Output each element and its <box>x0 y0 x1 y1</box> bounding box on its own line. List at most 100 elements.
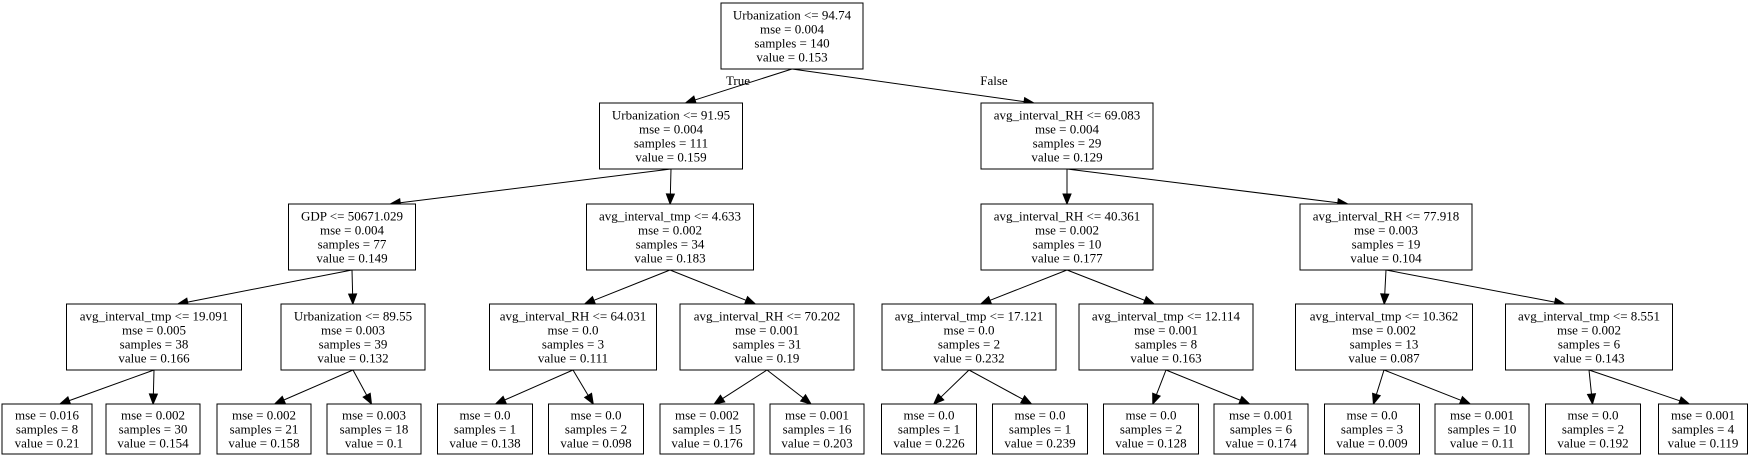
edge-line <box>1588 369 1681 402</box>
tree-edge <box>669 269 757 305</box>
node-stat-text: value = 0.183 <box>634 251 705 266</box>
tree-edge <box>273 369 354 405</box>
arrow-head-icon <box>1677 396 1691 406</box>
node-stat-text: mse = 0.0 <box>903 408 954 423</box>
edge-line <box>352 369 368 396</box>
arrow-head-icon <box>362 392 373 406</box>
node-stat-text: samples = 13 <box>1350 337 1419 352</box>
node-box <box>66 303 242 371</box>
node-box <box>1658 403 1748 455</box>
split-condition-text: avg_interval_RH <= 69.083 <box>994 108 1140 123</box>
edge-line <box>669 168 672 195</box>
split-condition-text: avg_interval_tmp <= 19.091 <box>80 309 229 324</box>
node-box <box>881 403 977 455</box>
node-stat-text: mse = 0.016 <box>15 408 80 423</box>
split-condition-text: avg_interval_RH <= 64.031 <box>500 309 646 324</box>
node-box <box>1545 403 1641 455</box>
tree-edge <box>932 369 970 405</box>
node-stat-text: mse = 0.001 <box>1229 408 1293 423</box>
node-stat-text: samples = 3 <box>542 337 604 352</box>
node-stat-text: samples = 18 <box>340 422 409 437</box>
node-stat-text: samples = 140 <box>754 36 829 51</box>
node-stat-text: mse = 0.001 <box>1450 408 1514 423</box>
edge-label-false: False <box>980 73 1008 88</box>
tree-edge <box>583 269 671 305</box>
node-stat-text: value = 0.159 <box>635 150 706 165</box>
arrow-head-icon <box>665 193 676 206</box>
arrow-head-icon <box>1458 395 1472 405</box>
arrow-head-icon <box>932 393 945 405</box>
node-stat-text: samples = 39 <box>319 337 388 352</box>
node-stat-text: samples = 34 <box>636 237 705 252</box>
node-stat-text: value = 0.087 <box>1348 351 1420 366</box>
node-box <box>980 203 1154 271</box>
edge-line <box>766 369 804 399</box>
edge-line <box>572 369 589 396</box>
node-box <box>216 403 312 455</box>
tree-edge <box>968 369 1033 405</box>
edge-line <box>283 369 354 401</box>
node-stat-text: samples = 15 <box>673 422 742 437</box>
node-stat-text: samples = 38 <box>120 337 189 352</box>
tree-edge <box>1066 269 1156 305</box>
node-box <box>489 303 657 371</box>
node-stat-text: value = 0.132 <box>317 351 388 366</box>
node-stat-text: samples = 21 <box>230 422 299 437</box>
edge-line <box>187 269 353 303</box>
node-box <box>1299 203 1473 271</box>
arrow-head-icon <box>273 395 287 405</box>
node-stat-text: samples = 8 <box>16 422 78 437</box>
arrow-head-icon <box>148 393 159 406</box>
node-stat-text: value = 0.143 <box>1553 351 1624 366</box>
arrow-head-icon <box>979 295 993 305</box>
node-box <box>980 102 1154 170</box>
tree-edge <box>1066 168 1350 208</box>
edge-line <box>400 168 672 204</box>
node-stat-text: samples = 10 <box>1033 237 1102 252</box>
node-stat-text: samples = 2 <box>1120 422 1182 437</box>
split-condition-text: Urbanization <= 91.95 <box>612 108 730 123</box>
node-stat-text: samples = 2 <box>1562 422 1624 437</box>
node-stat-text: mse = 0.001 <box>735 323 799 338</box>
edge-line <box>351 269 354 295</box>
node-stat-text: value = 0.239 <box>1004 436 1075 451</box>
split-condition-text: GDP <= 50671.029 <box>301 209 403 224</box>
node-stat-text: value = 0.166 <box>118 351 190 366</box>
node-stat-text: value = 0.21 <box>15 436 80 451</box>
arrow-head-icon <box>1380 293 1390 306</box>
node-stat-text: mse = 0.003 <box>321 323 385 338</box>
edge-line <box>1384 269 1387 295</box>
tree-edge <box>1062 169 1072 206</box>
arrow-head-icon <box>713 394 726 405</box>
arrow-head-icon <box>1238 395 1251 405</box>
node-stat-text: value = 0.119 <box>1668 436 1739 451</box>
tree-edge <box>388 168 672 208</box>
edge-line <box>593 269 671 301</box>
node-stat-text: value = 0.158 <box>228 436 299 451</box>
edge-line <box>1375 369 1385 395</box>
tree-edge <box>1586 369 1597 406</box>
node-stat-text: value = 0.192 <box>1557 436 1628 451</box>
node-stat-text: samples = 6 <box>1230 422 1293 437</box>
split-condition-text: avg_interval_tmp <= 12.114 <box>1092 309 1241 324</box>
node-box <box>1324 403 1420 455</box>
node-stat-text: mse = 0.0 <box>943 323 994 338</box>
node-stat-text: mse = 0.003 <box>342 408 406 423</box>
